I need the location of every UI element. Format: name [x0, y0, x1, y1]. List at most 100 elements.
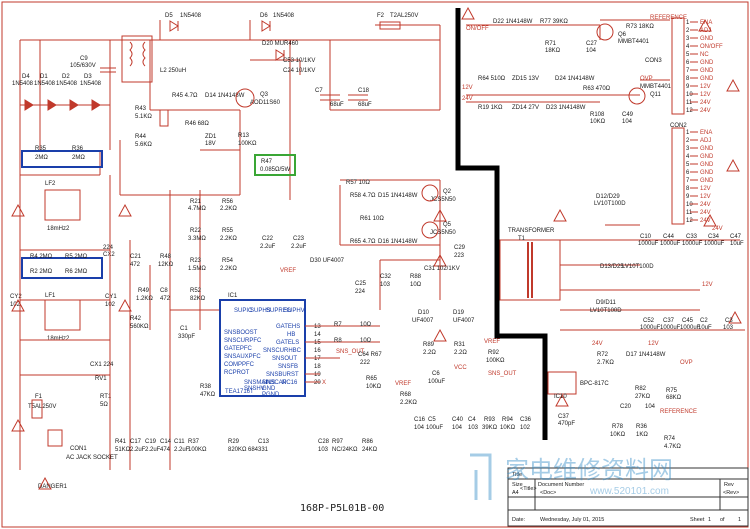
con2-pin-2-num: 2 [686, 138, 690, 144]
r22-label: R22 [190, 228, 202, 234]
r21-value: 4.7MΩ [188, 206, 206, 212]
r48-label: R48 [160, 254, 172, 260]
ic1-pin-gnd: GND [262, 386, 276, 392]
r77-label: R77 39KΩ [540, 19, 568, 25]
c37b-value: 470pF [558, 421, 575, 427]
r2-label: R2 2MΩ [30, 269, 53, 275]
con3-pin-12-num: 12 [686, 108, 693, 114]
q2-label: Q2 [443, 189, 452, 195]
ic1-pin-snsfb: SNSFB [278, 364, 298, 370]
r88-label: R88 [410, 274, 422, 280]
con1-label: CON1 [70, 446, 87, 452]
r108-value: 10KΩ [590, 119, 606, 125]
ic1-pin-snscurpfc: SNSCURPFC [224, 338, 262, 344]
con3-label: CON3 [645, 58, 662, 64]
c31-label: C31 102/1KV [424, 266, 460, 272]
c32-label: C32 [380, 274, 392, 280]
d19-value: UF4007 [453, 318, 475, 324]
d9-value: LV10T100D [590, 308, 622, 314]
r41-value: 51KΩ [115, 447, 131, 453]
con3-pin-9-num: 9 [686, 84, 690, 90]
c33-label: C33 [686, 234, 698, 240]
r36b-value: 1KΩ [636, 432, 648, 438]
c9-label: C9 [80, 56, 88, 62]
ic1-pin-snsboost: SNSBOOST [224, 330, 258, 336]
r35-label: R35 [35, 146, 47, 152]
vcc-net: VCC [454, 365, 467, 371]
r13-label: R13 [238, 133, 250, 139]
r7-value: 10Ω [360, 322, 372, 328]
con2-pin-10-label: 24V [700, 202, 711, 208]
r71-label: R71 [545, 41, 557, 47]
q2-mosfet [421, 184, 439, 202]
tb-date-val: Wednesday, July 01, 2015 [540, 517, 604, 523]
hv-rail [19, 20, 441, 200]
con3-pin-8-label: GND [700, 76, 714, 82]
c4-label: C4 [468, 417, 476, 423]
r42-label: R42 [130, 316, 142, 322]
vref-net-3: VREF [484, 339, 500, 345]
pin-num-13: 13 [314, 324, 321, 330]
c5-label: C5 [428, 417, 436, 423]
c19-label: C19 [145, 439, 157, 445]
d6-label: D6 [260, 13, 268, 19]
r47-highlight [254, 154, 296, 176]
d16-label: D16 1N4148W [378, 239, 418, 245]
r52-label: R52 [190, 288, 202, 294]
d5-label: D5 [165, 13, 173, 19]
pin-num-19: 19 [314, 372, 321, 378]
con2-pin-1-num: 1 [686, 130, 690, 136]
r29b-value: 684 [248, 447, 259, 453]
c64-value: 222 [360, 360, 371, 366]
r35-r36-highlight [21, 150, 103, 168]
r44-label: R44 [135, 134, 147, 140]
r82-label: R82 [635, 386, 647, 392]
c44-value: 1000uF [660, 241, 681, 247]
r56-label: R56 [222, 199, 234, 205]
r7-label: R7 [334, 322, 342, 328]
ic1-pin-hb: HB [287, 332, 295, 338]
c52-label: C52 [643, 318, 655, 324]
c23-value: 2.2uF [291, 244, 307, 250]
d23-label: D23 1N4148W [546, 105, 586, 111]
c40-label: C40 [452, 417, 464, 423]
con2-pin-9-num: 9 [686, 194, 690, 200]
con3-pin-7-num: 7 [686, 68, 690, 74]
c47-value: 10uF [730, 241, 744, 247]
r93-value: 39KΩ [482, 425, 498, 431]
con3-pin-5-label: NC [700, 52, 709, 58]
d10-value: UF4007 [412, 318, 434, 324]
con2-pin-3-label: GND [700, 146, 714, 152]
c22-label: C22 [262, 236, 274, 242]
r29-label: R29 [228, 439, 240, 445]
r5-label: R5 2MΩ [65, 254, 88, 260]
d5-value: 1N5408 [180, 13, 202, 19]
c4-value: 103 [468, 425, 479, 431]
r78-label: R78 [612, 424, 624, 430]
c2-value: 10uF [698, 325, 712, 331]
r58-label: R58 4.7Ω [350, 193, 376, 199]
con3-pin-3-num: 3 [686, 36, 690, 42]
c45-label: C45 [682, 318, 694, 324]
d13-value: LV10T100D [622, 264, 654, 270]
ic1-pin-gatels: GATELS [276, 340, 299, 346]
d3-value: 1N5408 [80, 81, 102, 87]
r74-label: R74 [664, 436, 676, 442]
ic1-label: IC1 [228, 293, 238, 299]
r47-value: 0.085Ω/5W [260, 167, 291, 173]
con3-pin-11-label: 24V [700, 100, 711, 106]
ic1-pin-gatepfc: GATEPFC [224, 346, 253, 352]
con3-pin-1-label: ENA [700, 20, 712, 26]
con3-pin-1-num: 1 [686, 20, 690, 26]
con2-pin-12-label: 24V [700, 218, 711, 224]
c36-value: 102 [520, 425, 531, 431]
con3-pin-8-num: 8 [686, 76, 690, 82]
c25-value: 224 [355, 289, 366, 295]
r19-label: R19 1KΩ [478, 105, 503, 111]
q3-mosfet [235, 88, 255, 108]
net-24v-2: 24V [712, 226, 723, 232]
con3-pin-2-label: ADJ [700, 28, 711, 34]
r44-value: 5.6KΩ [135, 142, 152, 148]
c33-value: 1000uF [682, 241, 703, 247]
